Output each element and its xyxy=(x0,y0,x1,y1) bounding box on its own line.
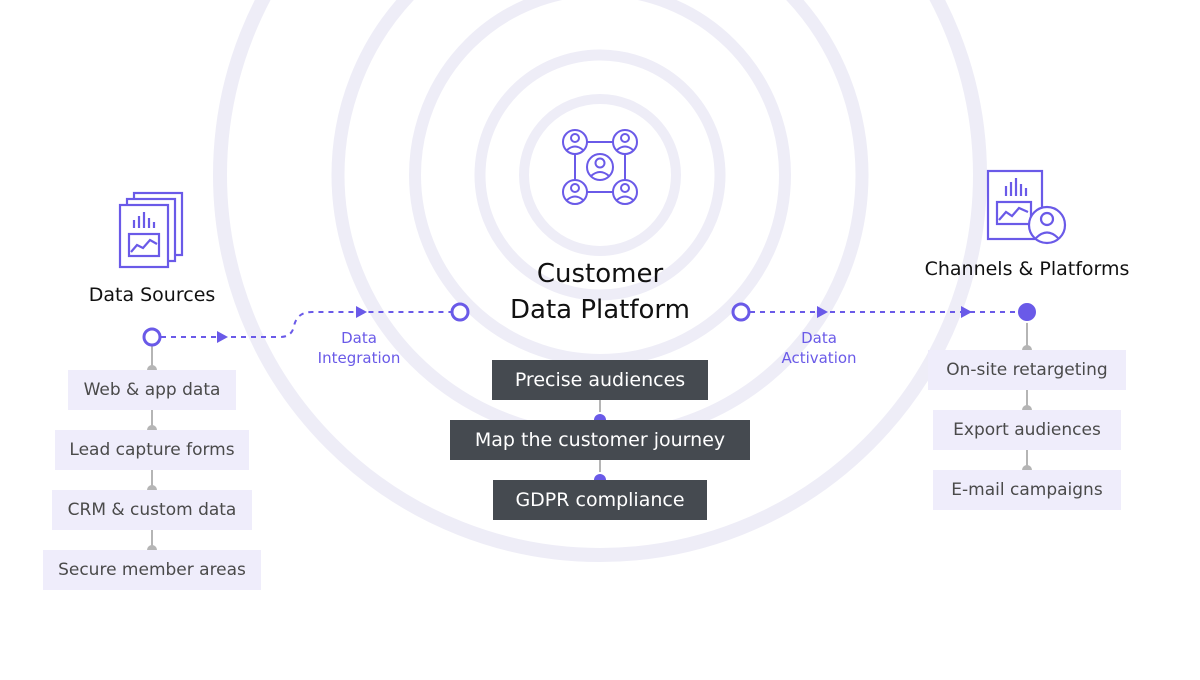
channels-node xyxy=(1016,301,1038,323)
report-user-icon xyxy=(986,169,1067,245)
cdp-output-node xyxy=(731,302,751,322)
report-stack-icon xyxy=(118,191,184,269)
channel-item-email: E-mail campaigns xyxy=(933,470,1121,510)
ring-2 xyxy=(474,49,726,301)
feature-customer-journey: Map the customer journey xyxy=(450,420,750,460)
activation-label-line2: Activation xyxy=(781,349,857,367)
cdp-input-node xyxy=(450,302,470,322)
activation-arrow-1 xyxy=(817,306,828,318)
feature-precise-audiences: Precise audiences xyxy=(492,360,708,400)
cdp-title-line1: Customer xyxy=(536,259,664,289)
activation-label: Data Activation xyxy=(781,328,856,368)
ring-inner xyxy=(519,94,681,256)
sources-title: Data Sources xyxy=(88,284,216,306)
sources-node xyxy=(142,327,162,347)
activation-label-line1: Data xyxy=(801,329,837,347)
activation-arrow-2 xyxy=(961,306,972,318)
integration-label-line2: Integration xyxy=(317,349,401,367)
source-item-web-app: Web & app data xyxy=(68,370,236,410)
people-network-icon xyxy=(562,129,638,205)
source-item-crm: CRM & custom data xyxy=(52,490,252,530)
channel-item-export: Export audiences xyxy=(933,410,1121,450)
integration-label: Data Integration xyxy=(318,328,401,368)
integration-arrow-1 xyxy=(217,331,228,343)
feature-gdpr: GDPR compliance xyxy=(493,480,707,520)
integration-flow-line xyxy=(161,311,452,338)
cdp-title: Customer Data Platform xyxy=(510,256,690,328)
source-item-lead-forms: Lead capture forms xyxy=(55,430,249,470)
channels-title: Channels & Platforms xyxy=(924,258,1130,280)
channel-item-retargeting: On-site retargeting xyxy=(928,350,1126,390)
integration-label-line1: Data xyxy=(341,329,377,347)
integration-arrow-2 xyxy=(356,306,367,318)
source-item-member-areas: Secure member areas xyxy=(43,550,261,590)
cdp-title-line2: Data Platform xyxy=(510,295,690,325)
ring-outer xyxy=(213,0,987,562)
